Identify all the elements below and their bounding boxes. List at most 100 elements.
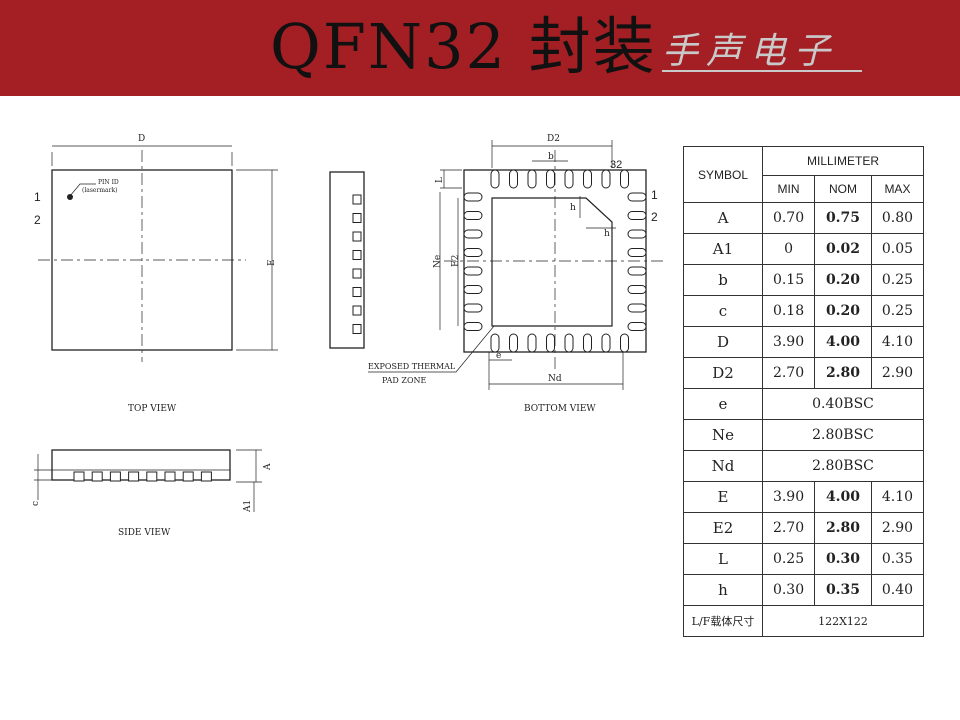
- lead: [200, 471, 212, 482]
- pad-top: [583, 169, 592, 189]
- row-nom: 0.75: [814, 202, 872, 234]
- lead: [128, 471, 140, 482]
- pad-top: [564, 169, 574, 189]
- lead: [352, 213, 362, 223]
- pad-top: [490, 169, 500, 189]
- row-nom: 2.80: [814, 512, 872, 544]
- pad-bottom: [490, 333, 500, 353]
- label-dim-D: D: [138, 134, 145, 144]
- pad-left: [463, 192, 483, 202]
- watermark-underline: [662, 70, 862, 72]
- row-min: 0.30: [761, 574, 816, 606]
- pad-left: [463, 285, 483, 294]
- pad-left: [463, 303, 483, 313]
- row-symbol: E2: [683, 512, 763, 544]
- pad-top: [546, 169, 555, 189]
- row-max: 2.90: [870, 357, 925, 389]
- label-pad-zone: PAD ZONE: [382, 376, 427, 385]
- row-symbol: Nd: [683, 450, 763, 482]
- label-lasermark: (lasermark): [82, 187, 117, 194]
- row-nom: 2.80: [814, 357, 872, 389]
- max-header: MAX: [870, 175, 925, 203]
- label-dim-A1: A1: [243, 500, 253, 513]
- pad-right: [627, 266, 647, 276]
- label-dim-Nd: Nd: [548, 374, 562, 384]
- lead: [164, 471, 176, 482]
- lead: [352, 287, 362, 297]
- side-view-right-body: [329, 171, 365, 349]
- row-symbol: A: [683, 202, 763, 234]
- label-dim-E: E: [267, 259, 277, 266]
- row-nom: 4.00: [814, 481, 872, 513]
- pad-right: [627, 303, 647, 313]
- lead: [352, 250, 362, 260]
- label-bottom-view: BOTTOM VIEW: [524, 404, 596, 414]
- pad-left: [463, 266, 483, 276]
- pad-right: [627, 192, 647, 202]
- row-max: 4.10: [870, 481, 925, 513]
- label-pin1-top: 1: [34, 190, 41, 204]
- row-symbol: h: [683, 574, 763, 606]
- row-min: 2.70: [761, 512, 816, 544]
- row-min: 0.25: [761, 543, 816, 575]
- pad-bottom: [546, 333, 555, 353]
- row-bsc-value: 2.80BSC: [762, 450, 924, 482]
- row-nom: 0.20: [814, 264, 872, 296]
- label-exposed-thermal: EXPOSED THERMAL: [368, 362, 456, 371]
- row-max: 4.10: [870, 326, 925, 358]
- row-min: 2.70: [761, 357, 816, 389]
- pad-bottom: [527, 333, 537, 353]
- pad-right: [627, 248, 647, 257]
- lead: [352, 268, 362, 279]
- row-symbol: b: [683, 264, 763, 296]
- lead: [91, 471, 103, 482]
- row-min: 3.90: [761, 326, 816, 358]
- page-title: QFN32 封装: [270, 10, 657, 83]
- label-dim-D2: D2: [547, 134, 560, 144]
- lead: [146, 471, 158, 482]
- label-pin-id: PIN ID: [98, 179, 119, 186]
- row-bsc-value: 0.40BSC: [762, 388, 924, 420]
- bottom-view-pads: [463, 169, 647, 353]
- lead: [352, 305, 362, 316]
- exposed-pad-leader: [368, 325, 495, 373]
- row-nom: 0.02: [814, 233, 872, 265]
- pad-top: [509, 169, 518, 189]
- pad-top: [601, 169, 611, 189]
- watermark-text: 手声电子: [662, 31, 839, 72]
- row-symbol: D2: [683, 357, 763, 389]
- row-symbol: A1: [683, 233, 763, 265]
- row-symbol: L: [683, 543, 763, 575]
- pad-left: [463, 322, 483, 331]
- row-nom: 0.35: [814, 574, 872, 606]
- label-dim-E2: E2: [451, 255, 461, 267]
- label-pin1-bottom: 1: [651, 188, 658, 202]
- lead: [109, 471, 121, 482]
- label-pin32: 32: [610, 159, 622, 171]
- exposed-pad: [491, 197, 613, 327]
- pad-right: [627, 322, 647, 331]
- pad-left: [463, 211, 483, 220]
- package-drawing: D E 1 2 PIN ID (lasermark) TOP VIEW SIDE…: [31, 134, 664, 538]
- label-top-view: TOP VIEW: [128, 404, 177, 414]
- lead: [352, 231, 362, 242]
- pad-top: [620, 169, 629, 189]
- row-max: 0.40: [870, 574, 925, 606]
- row-bsc-value: 2.80BSC: [762, 419, 924, 451]
- label-dim-h: h: [604, 229, 610, 239]
- pad-top: [527, 169, 537, 189]
- row-max: 0.05: [870, 233, 925, 265]
- label-pin2-top: 2: [34, 213, 41, 227]
- row-nom: 4.00: [814, 326, 872, 358]
